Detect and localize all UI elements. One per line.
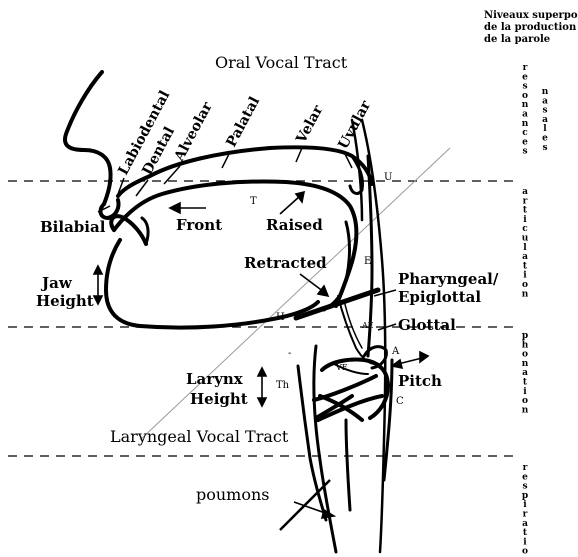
raised-arrow — [280, 192, 304, 214]
level-columns: resonancesnasalesarticulationphonationre… — [522, 63, 549, 557]
letter-th: Th — [276, 380, 290, 391]
larynx-label: Larynx — [186, 370, 244, 388]
jaw-height-arrow — [94, 266, 102, 304]
retracted-label: Retracted — [244, 254, 327, 272]
oral-tract-title: Oral Vocal Tract — [215, 53, 348, 72]
velar-pointer — [296, 148, 302, 162]
nose-outline — [65, 72, 111, 204]
larynx-height-label: Height — [190, 390, 248, 408]
level-letter-nasales: s — [542, 143, 547, 153]
lower-lip — [111, 216, 146, 244]
front-arrow — [170, 203, 206, 213]
pharyngeal-label-line-2: Epiglottal — [398, 288, 481, 306]
level-letter-articulation: n — [522, 289, 529, 299]
uvular-label: Uvular — [335, 98, 374, 152]
tongue-outline — [114, 182, 356, 307]
laryngeal-tract-title: Laryngeal Vocal Tract — [110, 427, 289, 446]
pharyngeal-label-line-1: Pharyngeal/ — [398, 270, 499, 288]
letter-t: T — [250, 196, 257, 207]
palatal-label: Palatal — [223, 94, 263, 150]
trachea-line — [346, 420, 350, 510]
pitch-label: Pitch — [398, 372, 442, 390]
jaw-label: Jaw — [40, 274, 73, 292]
spine-outline-1 — [362, 120, 385, 552]
glottal-label: Glottal — [398, 316, 456, 334]
epiglottal-constriction — [296, 290, 378, 318]
larynx-height-arrow — [258, 368, 266, 406]
bilabial-label: Bilabial — [40, 218, 106, 236]
letter-u: U — [384, 172, 392, 183]
letter-vf: VF — [335, 363, 348, 372]
larynx-cartilages — [314, 296, 388, 420]
velar-label: Velar — [293, 102, 327, 146]
letter-h: H — [276, 312, 285, 323]
level-letter-phonation: n — [522, 405, 529, 415]
letter-ae: AE — [361, 321, 374, 330]
level-letter-résonances: s — [522, 147, 527, 157]
raised-label: Raised — [266, 216, 323, 234]
lungs-label: poumons — [196, 485, 270, 504]
larynx-tube-left — [314, 346, 336, 552]
letter-e: E — [364, 256, 371, 267]
epiglottis-outline — [324, 222, 349, 310]
dash-mark: - — [288, 348, 291, 359]
letter-a: A — [391, 346, 400, 357]
front-label: Front — [176, 216, 222, 234]
letter-c: C — [396, 396, 404, 407]
jaw-height-label: Height — [36, 292, 94, 310]
